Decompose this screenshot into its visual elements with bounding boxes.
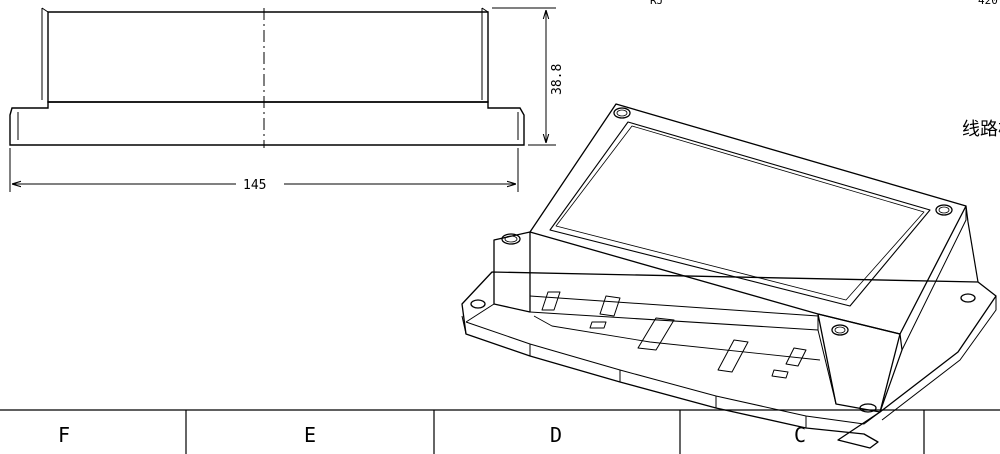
screw-hole-2 bbox=[935, 204, 953, 216]
zone-strip bbox=[0, 409, 1000, 454]
slot-2 bbox=[599, 295, 621, 317]
slot-5 bbox=[717, 339, 749, 373]
width-dimension-label: 145 bbox=[243, 178, 266, 193]
front-right-post bbox=[817, 313, 901, 413]
side-note: 线路板 bbox=[962, 119, 1000, 140]
base-flange-outline bbox=[9, 101, 525, 146]
slot-6 bbox=[785, 347, 807, 367]
screw-hole-4 bbox=[831, 324, 849, 336]
zone-label-d: D bbox=[550, 423, 562, 447]
lid-top bbox=[529, 103, 967, 335]
side-elevation-view bbox=[9, 7, 525, 148]
slot-3 bbox=[589, 321, 607, 329]
zone-label-f: F bbox=[58, 423, 70, 447]
screw-hole-1 bbox=[613, 107, 631, 119]
base-plate bbox=[461, 271, 997, 449]
height-dimension-label: 38.8 bbox=[550, 64, 565, 95]
height-dimension bbox=[492, 7, 556, 146]
top-right-number: 420 bbox=[978, 0, 998, 7]
slot-7 bbox=[771, 369, 789, 379]
width-dimension bbox=[9, 148, 519, 192]
slot-1 bbox=[541, 291, 561, 311]
slot-4 bbox=[637, 317, 675, 351]
screw-hole-3 bbox=[501, 233, 521, 245]
top-note: RJ bbox=[650, 0, 663, 7]
flange-hole-1 bbox=[470, 299, 486, 309]
flange-hole-2 bbox=[859, 403, 877, 413]
flange-hole-3 bbox=[960, 293, 976, 303]
zone-label-e: E bbox=[304, 423, 316, 447]
isometric-view bbox=[461, 103, 997, 449]
lid-outline bbox=[47, 11, 489, 103]
zone-label-c: C bbox=[794, 423, 806, 447]
